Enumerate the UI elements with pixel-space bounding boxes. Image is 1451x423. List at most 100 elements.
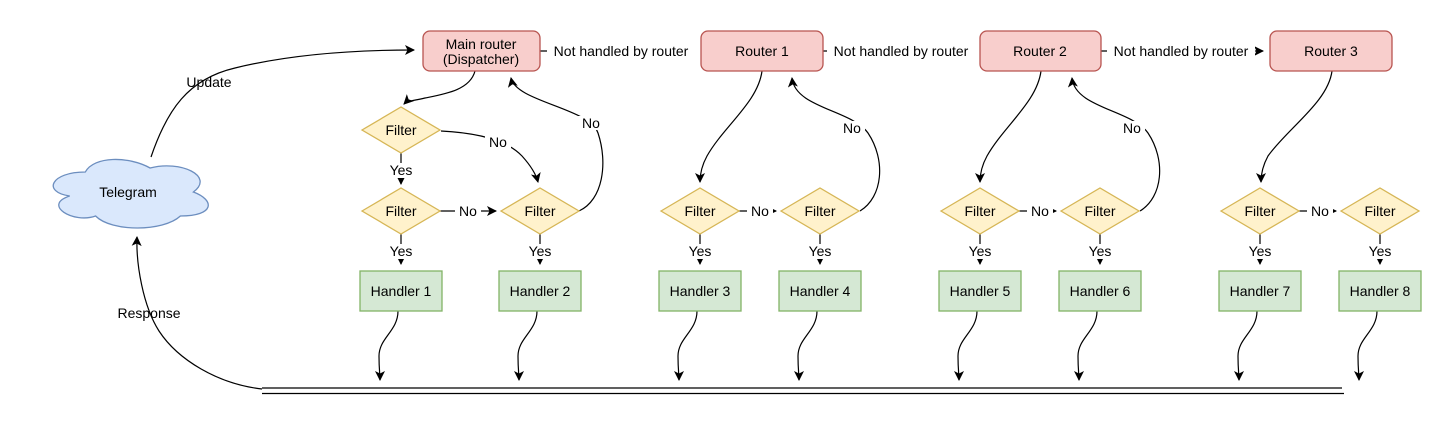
filter-diamond — [939, 187, 1021, 235]
filter-label: Filter — [385, 122, 416, 138]
handler-node: Handler 4 — [778, 270, 862, 312]
filter-node: Filter — [1339, 187, 1421, 235]
filter-node: Filter — [360, 187, 442, 235]
handler-box — [658, 270, 742, 312]
router-1-box — [700, 30, 824, 72]
no-label: No — [1119, 120, 1145, 136]
filter-label: Filter — [964, 203, 995, 219]
no-label: No — [1027, 203, 1053, 219]
edge-router2-no-loop — [1067, 77, 1161, 212]
handler-box — [938, 270, 1022, 312]
filter-label: Filter — [804, 203, 835, 219]
filter-label: Filter — [1364, 203, 1395, 219]
filter-diamond — [499, 187, 581, 235]
not-handled-label: Not handled by router — [547, 43, 695, 59]
label-bg — [1119, 121, 1145, 135]
edge-handler3-to-bus — [673, 310, 698, 381]
label-bg — [547, 44, 695, 59]
main-router-label-line2: (Dispatcher) — [443, 51, 519, 67]
main-router-label-line1: Main router — [446, 36, 517, 52]
label-bg — [485, 136, 511, 150]
edge-handler4-to-bus — [793, 310, 818, 381]
router-1-label: Router 1 — [735, 43, 789, 59]
no-label: No — [1307, 203, 1333, 219]
svg-text:No: No — [489, 134, 507, 150]
svg-text:Yes: Yes — [1369, 243, 1392, 259]
label-bg — [1107, 44, 1255, 59]
not-handled-label: Not handled by router — [1107, 43, 1255, 59]
edge-handler8-to-bus — [1353, 310, 1378, 381]
handler-node: Handler 6 — [1058, 270, 1142, 312]
response-bus-line — [262, 387, 1344, 395]
router-3-label: Router 3 — [1304, 43, 1358, 59]
edge-handler5-to-bus — [953, 310, 978, 381]
yes-label: Yes — [387, 243, 415, 259]
yes-label: Yes — [1246, 243, 1274, 259]
svg-text:No: No — [1311, 203, 1329, 219]
telegram-cloud-node: Telegram — [52, 158, 209, 229]
handler-box — [1338, 270, 1422, 312]
yes-label: Yes — [1366, 243, 1394, 259]
svg-text:No: No — [1123, 120, 1141, 136]
telegram-label: Telegram — [99, 184, 157, 200]
handler-node: Handler 3 — [658, 270, 742, 312]
yes-label: Yes — [966, 243, 994, 259]
yes-label: Yes — [387, 162, 415, 178]
label-bg — [1027, 204, 1053, 218]
router-3-node: Router 3 — [1269, 30, 1393, 72]
no-label: No — [747, 203, 773, 219]
no-label: No — [455, 203, 481, 219]
label-bg — [1366, 244, 1394, 259]
router-3-box — [1269, 30, 1393, 72]
svg-text:Yes: Yes — [390, 243, 413, 259]
filter-node: Filter — [939, 187, 1021, 235]
handler-label: Handler 5 — [950, 283, 1011, 299]
filter-diamond — [779, 187, 861, 235]
handler-box — [1218, 270, 1302, 312]
svg-text:Not handled by router: Not handled by router — [1114, 43, 1249, 59]
yes-label: Yes — [526, 243, 554, 259]
edge-router2-to-filter — [975, 70, 1042, 183]
filter-diamond — [1219, 187, 1301, 235]
handler-label: Handler 8 — [1350, 283, 1411, 299]
update-label: Update — [186, 74, 231, 90]
filter-node: Filter — [1059, 187, 1141, 235]
yes-label: Yes — [806, 243, 834, 259]
yes-label: Yes — [686, 243, 714, 259]
svg-text:Yes: Yes — [1249, 243, 1272, 259]
filter-diamond — [360, 187, 442, 235]
yes-label: Yes — [1086, 243, 1114, 259]
filter-node: Filter — [659, 187, 741, 235]
label-bg — [747, 204, 773, 218]
cloud-shape — [52, 158, 209, 229]
svg-text:No: No — [843, 120, 861, 136]
label-bg — [387, 163, 415, 178]
handler-label: Handler 4 — [790, 283, 851, 299]
edge-handler2-to-bus — [513, 310, 538, 381]
filter-node: Filter — [360, 106, 442, 154]
label-bg — [1307, 204, 1333, 218]
handler-label: Handler 6 — [1070, 283, 1131, 299]
main-router-box — [422, 30, 541, 72]
handler-node: Handler 2 — [498, 270, 582, 312]
edge-handler7-to-bus — [1233, 310, 1258, 381]
edge-router3-to-filter — [1256, 70, 1333, 183]
label-bg — [387, 244, 415, 259]
filter-label: Filter — [1084, 203, 1115, 219]
svg-text:Yes: Yes — [809, 243, 832, 259]
filter-diamond — [1059, 187, 1141, 235]
handler-box — [359, 270, 443, 312]
filter-node: Filter — [779, 187, 861, 235]
filter-label: Filter — [1244, 203, 1275, 219]
label-bg — [686, 244, 714, 259]
label-bg — [839, 121, 865, 135]
label-bg — [966, 244, 994, 259]
no-label: No — [839, 120, 865, 136]
label-bg — [1246, 244, 1274, 259]
handler-box — [778, 270, 862, 312]
handler-node: Handler 1 — [359, 270, 443, 312]
edge-handler1-to-bus — [374, 310, 399, 381]
label-bg — [1086, 244, 1114, 259]
filter-label: Filter — [524, 203, 555, 219]
